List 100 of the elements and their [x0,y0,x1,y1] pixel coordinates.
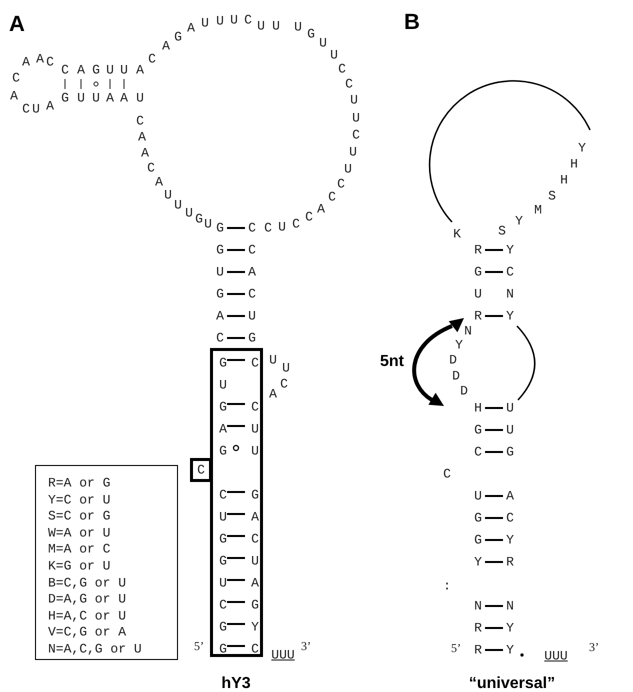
base-letter: UUU [271,648,295,662]
base-letter: N [464,324,472,338]
base-letter: Y [506,644,514,656]
base-letter: R [474,310,482,322]
base-letter: G [216,288,224,300]
base-letter: G [219,444,227,458]
base-letter: C [337,178,345,190]
base-letter: U [219,378,227,392]
base-letter: U [349,146,357,158]
end-label: 5’ [194,640,204,652]
base-letter: U [294,20,302,34]
base-letter: G [216,244,224,256]
base-letter: G [219,400,227,414]
base-letter: A [251,510,259,524]
base-letter: C [197,464,205,476]
base-letter: G [474,424,482,436]
key-entry: H=A,C or U [48,609,126,622]
base-letter: C [248,288,256,300]
base-letter: G [216,222,224,234]
base-letter: M [534,204,542,216]
base-letter: UUU [544,650,568,662]
base-letter: U [319,36,327,50]
base-letter: U [474,288,482,300]
base-letter: Y [515,214,523,228]
base-letter: A [269,388,277,400]
base-letter: D [452,370,460,382]
base-letter: U [204,218,212,230]
key-entry: D=A,G or U [48,592,126,606]
base-letter: U [506,424,514,436]
base-letter: U [350,94,358,106]
base-letter: R [506,556,514,568]
base-letter: G [251,598,259,612]
base-letter: U [282,362,290,374]
base-letter: G [219,356,227,370]
base-letter: C [305,210,313,224]
base-letter: C [506,266,514,278]
base-letter: G [219,532,227,546]
base-letter: C [506,512,514,524]
base-letter: C [474,446,482,458]
base-letter: U [92,92,100,104]
base-letter: G [474,534,482,546]
base-letter: U [257,20,265,32]
base-letter: A [141,146,149,160]
base-letter: U [219,576,227,590]
base-letter: Y [506,310,514,322]
base-letter: C [22,102,30,116]
base-letter: C [251,400,259,414]
base-letter: A [187,22,195,34]
base-letter: C [251,642,259,656]
base-letter: C [12,72,20,84]
base-letter: C [248,222,256,234]
base-letter: G [307,28,315,40]
base-letter: G [195,212,203,226]
base-letter: C [148,52,156,66]
base-letter: A [77,64,85,76]
base-letter: H [570,158,578,170]
base-letter: G [61,92,69,104]
key-entry: S=C or G [48,510,110,523]
base-letter: Y [506,244,514,256]
base-letter: C [251,356,259,370]
base-letter: U [506,402,514,414]
base-letter: U [216,266,224,278]
base-letter: C [338,62,346,76]
base-letter: R [474,244,482,256]
base-letter: C [244,14,252,26]
panel-label: A [9,13,25,35]
panel-label: B [404,11,420,33]
base-letter: C [292,218,300,230]
base-letter: A [106,92,114,104]
base-letter: D [460,384,468,398]
base-letter: K [453,228,461,240]
base-letter: C [216,332,224,344]
base-letter: U [251,554,259,568]
key-entry: N=A,C,G or U [48,642,142,656]
base-letter: A [36,52,44,66]
base-letter: C [136,114,144,128]
base-letter: S [498,224,506,238]
base-letter: A [248,266,256,278]
base-letter: C [46,56,54,68]
base-letter: Y [506,622,514,634]
base-letter: S [548,190,556,202]
base-letter: G [219,620,227,634]
base-letter: U [330,48,338,62]
base-letter: U [251,444,259,458]
base-letter: A [22,56,30,68]
base-letter: C [280,378,288,390]
key-entry: M=A or C [48,542,110,556]
base-letter: C [251,532,259,546]
base-letter: U [272,20,280,32]
base-letter: U [278,220,286,234]
structure-name: “universal” [468,676,556,692]
base-letter: C [352,128,360,142]
base-letter: G [248,332,256,344]
base-letter: A [506,490,514,502]
base-letter: Y [474,556,482,568]
base-letter: U [174,198,182,212]
base-letter: U [269,354,277,366]
base-letter: C [328,190,336,204]
base-letter: G [474,512,482,524]
base-letter: G [506,446,514,458]
